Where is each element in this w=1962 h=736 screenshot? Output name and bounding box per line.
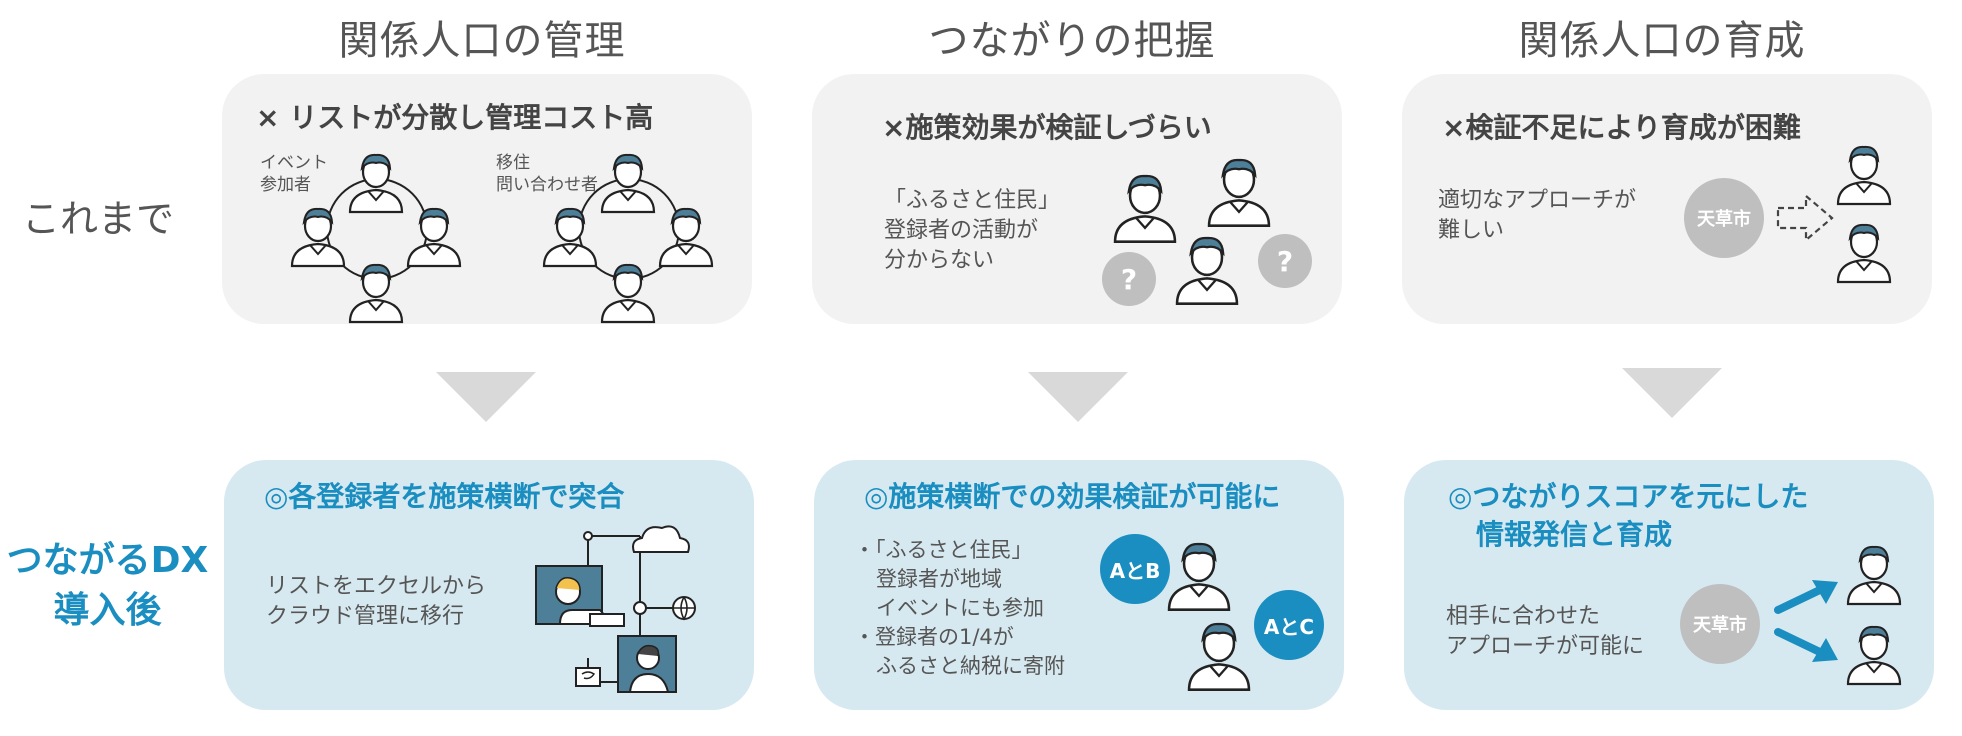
group-label-event-line1: イベント bbox=[260, 153, 328, 173]
question-bubble-icon: ? bbox=[1258, 234, 1312, 288]
card-heading-line2: 情報発信と育成 bbox=[1476, 518, 1673, 551]
person-icon bbox=[1172, 230, 1242, 306]
card-heading: ×検証不足により育成が困難 bbox=[1442, 111, 1801, 144]
card-description-line2: 登録者が地域 bbox=[876, 567, 1002, 591]
card-heading: ◎各登録者を施策横断で突合 bbox=[264, 480, 625, 513]
row-label-after-line1: つながるDX bbox=[6, 540, 209, 581]
group-label-event: イベント 参加者 bbox=[260, 152, 328, 196]
card-heading: ◎つながりスコアを元にした 情報発信と育成 bbox=[1448, 478, 1808, 554]
column-title-nurturing: 関係人口の育成 bbox=[1518, 18, 1806, 64]
group-label-migration-line2: 問い合わせ者 bbox=[496, 175, 598, 195]
column-title-management: 関係人口の管理 bbox=[338, 18, 626, 64]
card-management-before: × リストが分散し管理コスト高 イベント 参加者 移住 問い合わせ者 bbox=[222, 74, 752, 324]
person-icon bbox=[598, 148, 658, 214]
group-label-migration-line1: 移住 bbox=[496, 153, 530, 173]
card-description-line1: ・「ふるさと住民」 bbox=[854, 538, 1033, 562]
card-nurturing-before: ×検証不足により育成が困難 適切なアプローチが 難しい 天草市 bbox=[1402, 74, 1932, 324]
dashed-arrow-icon bbox=[1776, 193, 1834, 243]
relation-bubble-ab: AとB bbox=[1100, 534, 1170, 604]
card-management-after: ◎各登録者を施策横断で突合 リストをエクセルから クラウド管理に移行 bbox=[224, 460, 754, 710]
person-icon bbox=[1184, 616, 1254, 692]
person-icon bbox=[1204, 152, 1274, 228]
city-badge: 天草市 bbox=[1684, 178, 1764, 258]
card-description-line1: リストをエクセルから bbox=[266, 574, 487, 599]
group-label-migration: 移住 問い合わせ者 bbox=[496, 152, 598, 196]
person-icon bbox=[1110, 168, 1180, 244]
cloud-network-icon bbox=[535, 525, 696, 693]
card-heading: ×施策効果が検証しづらい bbox=[882, 111, 1212, 144]
city-badge: 天草市 bbox=[1680, 584, 1760, 664]
card-description: リストをエクセルから クラウド管理に移行 bbox=[266, 572, 486, 632]
card-description-line4: ・登録者の1/4が bbox=[854, 625, 1014, 649]
card-connection-after: ◎施策横断での効果検証が可能に ・「ふるさと住民」 登録者が地域 イベントにも参… bbox=[814, 460, 1344, 710]
person-icon bbox=[1844, 540, 1904, 606]
down-arrow-icon bbox=[1028, 372, 1128, 422]
card-description: 適切なアプローチが 難しい bbox=[1438, 186, 1636, 246]
card-description-line1: 「ふるさと住民」 bbox=[884, 188, 1061, 213]
person-icon bbox=[404, 202, 464, 268]
card-description-line5: ふるさと納税に寄附 bbox=[876, 654, 1065, 678]
card-description-line2: アプローチが可能に bbox=[1446, 634, 1645, 659]
person-icon bbox=[288, 202, 348, 268]
arrow-down-right-icon bbox=[1774, 628, 1838, 662]
person-icon bbox=[540, 202, 600, 268]
card-description-line2: クラウド管理に移行 bbox=[266, 604, 465, 629]
card-description: ・「ふるさと住民」 登録者が地域 イベントにも参加 ・登録者の1/4が ふるさと… bbox=[854, 536, 1065, 681]
column-title-connection: つながりの把握 bbox=[928, 18, 1216, 64]
card-description-line3: イベントにも参加 bbox=[876, 596, 1044, 620]
person-icon bbox=[346, 258, 406, 324]
card-description-line2: 難しい bbox=[1438, 218, 1505, 243]
row-label-after-line2: 導入後 bbox=[53, 590, 162, 631]
person-icon bbox=[1834, 218, 1894, 284]
row-label-before: これまで bbox=[22, 197, 175, 241]
group-label-event-line2: 参加者 bbox=[260, 175, 311, 195]
question-bubble-icon: ? bbox=[1102, 252, 1156, 306]
person-icon bbox=[1164, 536, 1234, 612]
person-icon bbox=[1844, 620, 1904, 686]
person-icon bbox=[656, 202, 716, 268]
card-description-line2: 登録者の活動が bbox=[884, 218, 1039, 243]
card-connection-before: ×施策効果が検証しづらい 「ふるさと住民」 登録者の活動が 分からない ? ? bbox=[812, 74, 1342, 324]
card-description: 相手に合わせた アプローチが可能に bbox=[1446, 602, 1644, 662]
card-heading-line1: ◎つながりスコアを元にした bbox=[1448, 480, 1809, 513]
card-description-line3: 分からない bbox=[884, 248, 995, 273]
down-arrow-icon bbox=[436, 372, 536, 422]
arrow-up-right-icon bbox=[1774, 580, 1838, 614]
person-icon bbox=[346, 148, 406, 214]
person-icon bbox=[598, 258, 658, 324]
row-label-after: つながるDX 導入後 bbox=[0, 536, 215, 636]
card-nurturing-after: ◎つながりスコアを元にした 情報発信と育成 相手に合わせた アプローチが可能に … bbox=[1404, 460, 1934, 710]
down-arrow-icon bbox=[1622, 368, 1722, 418]
card-heading: ◎施策横断での効果検証が可能に bbox=[864, 480, 1281, 513]
relation-bubble-ac: AとC bbox=[1254, 590, 1324, 660]
person-icon bbox=[1834, 140, 1894, 206]
card-description-line1: 相手に合わせた bbox=[1446, 604, 1601, 629]
card-description-line1: 適切なアプローチが bbox=[1438, 188, 1637, 213]
card-heading: × リストが分散し管理コスト高 bbox=[256, 101, 654, 134]
card-description: 「ふるさと住民」 登録者の活動が 分からない bbox=[884, 186, 1060, 276]
